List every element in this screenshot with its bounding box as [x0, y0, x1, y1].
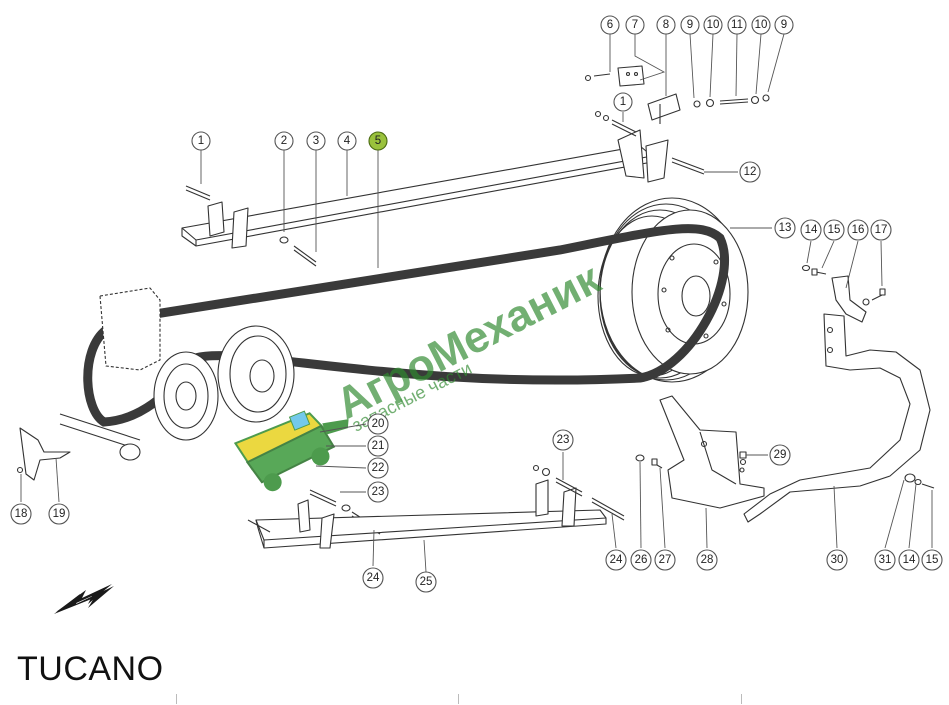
svg-text:29: 29	[774, 449, 787, 461]
callout-26: 26	[630, 549, 652, 571]
svg-text:24: 24	[610, 554, 623, 566]
callout-9: 9	[680, 15, 700, 35]
direction-arrow-icon	[54, 584, 114, 614]
callout-19: 19	[48, 503, 70, 525]
callout-17: 17	[870, 219, 892, 241]
callout-1b: 1	[613, 92, 633, 112]
callout-30: 30	[826, 549, 848, 571]
svg-text:23: 23	[372, 486, 385, 498]
bracket-16	[801, 264, 886, 323]
drive-assembly	[59, 287, 295, 461]
callout-27: 27	[654, 549, 676, 571]
svg-text:10: 10	[755, 19, 768, 31]
callout-9b: 9	[774, 15, 794, 35]
callout-8: 8	[656, 15, 676, 35]
svg-text:18: 18	[15, 508, 28, 520]
callout-21: 21	[367, 435, 389, 457]
svg-text:1: 1	[620, 96, 626, 108]
callout-7: 7	[625, 15, 645, 35]
callout-5-highlighted: 5	[368, 131, 388, 151]
callout-25: 25	[415, 571, 437, 593]
svg-text:8: 8	[663, 19, 669, 31]
callout-23b: 23	[552, 429, 574, 451]
svg-text:30: 30	[831, 554, 844, 566]
bolt-12	[671, 157, 705, 175]
svg-text:19: 19	[53, 508, 66, 520]
callout-18: 18	[10, 503, 32, 525]
callout-1: 1	[191, 131, 211, 151]
svg-text:4: 4	[344, 135, 351, 147]
bracket-28	[659, 395, 765, 509]
callout-20: 20	[367, 413, 389, 435]
svg-text:3: 3	[313, 135, 319, 147]
callout-13: 13	[774, 217, 796, 239]
svg-text:13: 13	[779, 222, 792, 234]
callout-28: 28	[696, 549, 718, 571]
callout-24b: 24	[605, 549, 627, 571]
hardware-top-right	[584, 65, 770, 137]
callout-15: 15	[823, 219, 845, 241]
arm-30	[743, 313, 931, 523]
large-pulley-part	[597, 197, 749, 383]
svg-text:15: 15	[828, 224, 841, 236]
svg-text:7: 7	[632, 19, 638, 31]
callout-15b: 15	[921, 549, 943, 571]
callout-23: 23	[367, 481, 389, 503]
svg-text:14: 14	[805, 224, 818, 236]
svg-text:22: 22	[372, 462, 385, 474]
svg-text:17: 17	[875, 224, 888, 236]
hardware-26-27	[635, 454, 663, 469]
callout-6: 6	[600, 15, 620, 35]
callout-2: 2	[274, 131, 294, 151]
svg-text:6: 6	[607, 19, 613, 31]
callout-14: 14	[800, 219, 822, 241]
svg-text:23: 23	[557, 434, 570, 446]
svg-text:20: 20	[372, 418, 385, 430]
svg-text:27: 27	[659, 554, 672, 566]
callout-10: 10	[703, 15, 723, 35]
svg-text:28: 28	[701, 554, 714, 566]
svg-text:12: 12	[744, 166, 757, 178]
svg-text:1: 1	[198, 135, 204, 147]
callout-31: 31	[874, 549, 896, 571]
svg-text:25: 25	[420, 576, 433, 588]
svg-text:11: 11	[731, 19, 743, 31]
svg-text:31: 31	[879, 554, 892, 566]
svg-text:5: 5	[375, 135, 381, 147]
left-bracket-19	[16, 427, 71, 481]
svg-text:21: 21	[372, 440, 385, 452]
upper-beam-part	[181, 129, 669, 249]
lower-beam-part	[247, 464, 625, 549]
footer-tick	[741, 694, 742, 704]
svg-text:2: 2	[281, 135, 287, 147]
callout-11: 11	[727, 15, 747, 35]
footer-tick	[176, 694, 177, 704]
callout-16: 16	[847, 219, 869, 241]
bolt-2-3	[279, 236, 317, 267]
callout-3: 3	[306, 131, 326, 151]
svg-text:26: 26	[635, 554, 648, 566]
callout-10b: 10	[751, 15, 771, 35]
svg-text:15: 15	[926, 554, 939, 566]
drive-belt-part	[83, 224, 729, 427]
leader-lines	[20, 33, 933, 573]
footer-tick	[458, 694, 459, 704]
svg-text:14: 14	[903, 554, 916, 566]
callout-29: 29	[769, 444, 791, 466]
svg-text:16: 16	[852, 224, 865, 236]
callout-14b: 14	[898, 549, 920, 571]
hardware-31	[904, 473, 935, 489]
callout-24: 24	[362, 567, 384, 589]
callout-12: 12	[739, 161, 761, 183]
svg-text:24: 24	[367, 572, 380, 584]
model-label: TUCANO	[17, 650, 164, 688]
callout-4: 4	[337, 131, 357, 151]
svg-text:9: 9	[781, 19, 787, 31]
callout-22: 22	[367, 457, 389, 479]
svg-text:10: 10	[707, 19, 720, 31]
svg-text:9: 9	[687, 19, 693, 31]
